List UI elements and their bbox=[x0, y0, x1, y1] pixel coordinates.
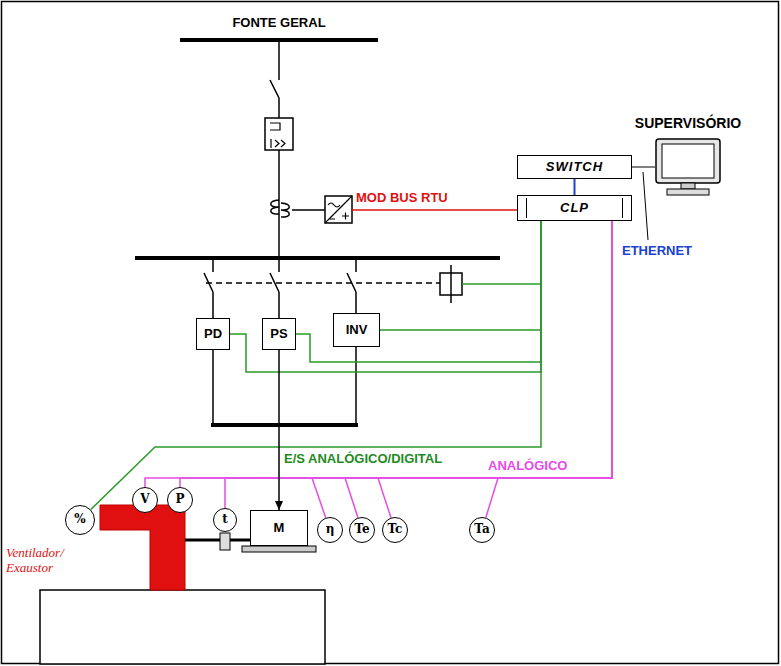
node-text: t bbox=[222, 513, 228, 526]
connector bbox=[296, 221, 541, 362]
node-text: M bbox=[274, 521, 285, 535]
connector bbox=[91, 221, 541, 510]
connector bbox=[378, 221, 612, 518]
end-cap bbox=[526, 198, 527, 218]
node-text: PD bbox=[204, 327, 222, 341]
main-bus bbox=[135, 256, 500, 260]
monitor-icon bbox=[655, 138, 721, 196]
breaker-symbol bbox=[265, 118, 293, 150]
node-text: Tc bbox=[388, 523, 403, 536]
io-wire bbox=[462, 283, 541, 285]
shaft bbox=[185, 539, 250, 542]
actuator-mark bbox=[450, 265, 452, 303]
connector bbox=[278, 350, 280, 510]
efficiency-sensor: η bbox=[317, 517, 343, 543]
plc-box: CLP bbox=[517, 195, 632, 221]
motor-box: M bbox=[250, 510, 308, 546]
connector bbox=[180, 221, 612, 487]
connector bbox=[632, 166, 655, 168]
starter-box: PS bbox=[262, 318, 296, 350]
temperature-sensor: Tc bbox=[382, 517, 408, 543]
connector bbox=[380, 221, 541, 330]
connector bbox=[312, 221, 612, 518]
node-text: Ta bbox=[474, 523, 490, 536]
damper-sensor: % bbox=[65, 505, 95, 535]
signal-label: ANALÓGICO bbox=[488, 459, 567, 474]
feeder-wire bbox=[278, 40, 280, 80]
transducer-mark bbox=[325, 196, 352, 223]
feeder-wire bbox=[278, 98, 280, 118]
node-text: η bbox=[326, 523, 335, 536]
bus-label: FONTE GERAL bbox=[232, 16, 325, 31]
node-text: PS bbox=[270, 327, 287, 341]
branch-switch bbox=[204, 258, 213, 318]
interlock-line bbox=[206, 282, 440, 284]
network-switch: SWITCH bbox=[517, 155, 632, 179]
connector bbox=[225, 221, 612, 508]
load-wire bbox=[355, 347, 357, 425]
feeder-wire bbox=[278, 150, 280, 258]
temperature-sensor: Ta bbox=[469, 517, 495, 543]
starter-box: PD bbox=[196, 318, 230, 350]
supervisory-monitor: SUPERVISÓRIO bbox=[655, 138, 721, 196]
torque-sensor: t bbox=[213, 508, 237, 532]
flow-sensor: V bbox=[132, 487, 158, 513]
node-text: INV bbox=[346, 323, 368, 337]
motor-feet bbox=[242, 546, 316, 552]
node-text: SWITCH bbox=[546, 160, 603, 174]
signal-label: E/S ANALÓGICO/DIGITAL bbox=[284, 452, 442, 467]
transducer-symbol bbox=[325, 196, 352, 223]
node-text: % bbox=[74, 513, 85, 526]
load-bus bbox=[211, 423, 358, 427]
network-label: ETHERNET bbox=[622, 244, 692, 259]
equipment-label: Ventilador/ Exaustor bbox=[6, 546, 88, 576]
base-tank bbox=[40, 590, 325, 664]
switch-blade bbox=[270, 80, 279, 98]
protocol-label: MOD BUS RTU bbox=[356, 191, 448, 206]
branch-switch bbox=[270, 258, 279, 318]
temperature-sensor: Te bbox=[349, 517, 375, 543]
pressure-sensor: P bbox=[167, 487, 193, 513]
connector bbox=[486, 221, 612, 518]
connector bbox=[230, 221, 541, 372]
node-text: V bbox=[140, 493, 149, 506]
end-cap bbox=[622, 198, 623, 218]
coupling bbox=[220, 533, 230, 550]
modbus-wire bbox=[352, 209, 517, 211]
breaker-mark bbox=[270, 123, 285, 148]
current-transformer bbox=[271, 200, 279, 214]
fan-housing bbox=[100, 505, 185, 590]
meter-wire bbox=[292, 209, 325, 211]
node-text: SUPERVISÓRIO bbox=[635, 116, 741, 131]
load-wire bbox=[212, 350, 214, 425]
leader-line bbox=[643, 172, 648, 240]
connector bbox=[345, 221, 612, 518]
node-text: Te bbox=[354, 523, 369, 536]
node-text: CLP bbox=[560, 201, 589, 215]
connector bbox=[145, 221, 612, 487]
branch-switch bbox=[347, 258, 356, 313]
current-transformer bbox=[281, 203, 289, 217]
node-text: P bbox=[175, 493, 184, 506]
inverter-box: INV bbox=[333, 313, 380, 347]
connector bbox=[574, 179, 576, 195]
